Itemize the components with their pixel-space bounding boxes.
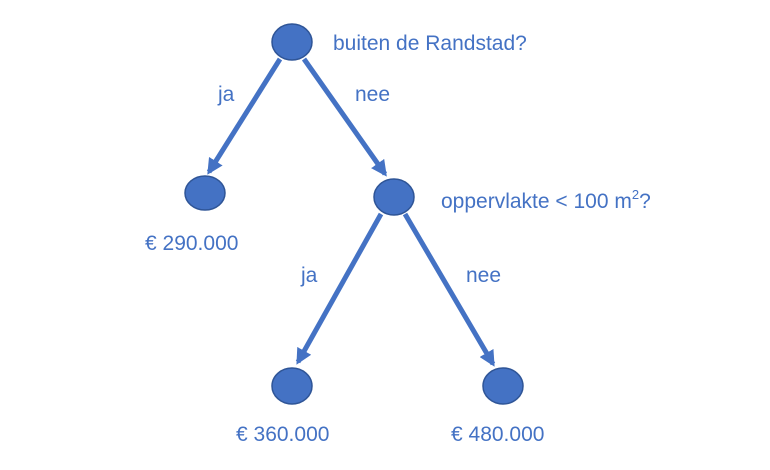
edge-label-no-node2: nee — [466, 264, 502, 287]
edge-label-no-root: nee — [355, 83, 391, 106]
leaf-node-left — [184, 175, 226, 211]
root-question-label: buiten de Randstad? — [333, 32, 527, 55]
edge-label-yes-node2: ja — [301, 264, 318, 287]
node2-question-suffix: ? — [639, 190, 651, 213]
edge-root-to-node2 — [301, 57, 388, 177]
edge-node2-to-right-leaf — [402, 212, 496, 367]
edge-root-to-left-leaf — [206, 57, 283, 175]
node2-question-prefix: oppervlakte < 100 m — [441, 190, 632, 213]
leaf-node-mid — [271, 367, 313, 405]
decision-node-2 — [373, 178, 415, 216]
node2-question-superscript: 2 — [631, 187, 640, 202]
edge-label-yes-root: ja — [218, 83, 235, 106]
leaf-value-mid: € 360.000 — [236, 423, 330, 446]
leaf-node-right — [482, 367, 524, 405]
leaf-value-left: € 290.000 — [145, 232, 239, 255]
leaf-value-right: € 480.000 — [451, 423, 545, 446]
edge-node2-to-mid-leaf — [295, 212, 384, 365]
root-node — [271, 23, 313, 61]
node2-question-label: oppervlakte < 100 m2? — [441, 187, 651, 213]
